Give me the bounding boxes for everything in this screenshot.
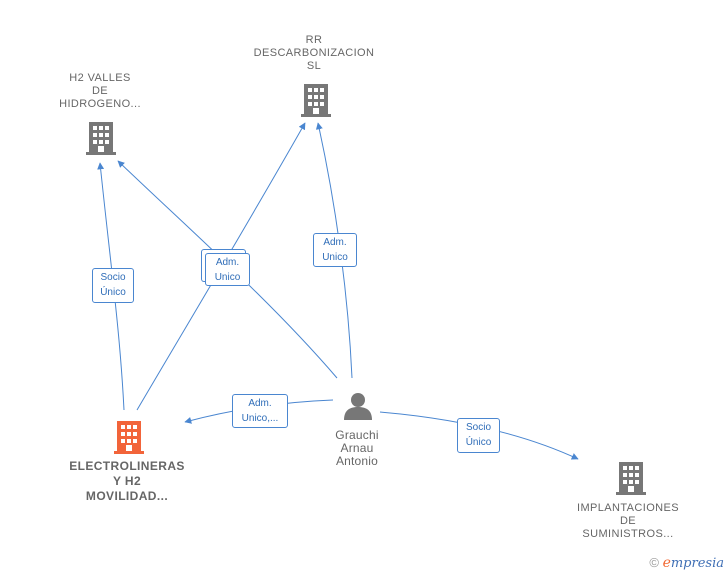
node-label-h2-valles[interactable]: H2 VALLES DE HIDROGENO... [59,72,141,110]
copyright-icon: © [649,555,659,570]
building-icon[interactable] [114,421,144,454]
building-icon[interactable] [86,122,116,155]
edge-label-adm-unico-center[interactable]: Adm. Unico [205,253,250,286]
edge-label-socio-unico-implantaciones[interactable]: Socio Único [457,418,500,453]
node-label-grauchi[interactable]: Grauchi Arnau Antonio [335,428,379,468]
node-label-rr-descarbonizacion[interactable]: RR DESCARBONIZACION SL [253,34,375,72]
edge-label-adm-unico-electrolineras[interactable]: Adm. Unico,... [232,394,288,428]
edge-label-adm-unico-rr[interactable]: Adm. Unico [313,233,357,267]
person-icon[interactable] [344,393,372,420]
building-icon[interactable] [616,462,646,495]
building-icon[interactable] [301,84,331,117]
empresia-logo-letter: e [662,555,671,571]
empresia-brand[interactable]: © empresia [649,555,724,571]
empresia-logo-text: mpresia [670,556,724,571]
edge-label-socio-unico-h2[interactable]: Socio Único [92,268,134,303]
node-label-electrolineras[interactable]: ELECTROLINERAS Y H2 MOVILIDAD... [69,459,185,503]
node-label-implantaciones[interactable]: IMPLANTACIONES DE SUMINISTROS... [577,502,679,540]
